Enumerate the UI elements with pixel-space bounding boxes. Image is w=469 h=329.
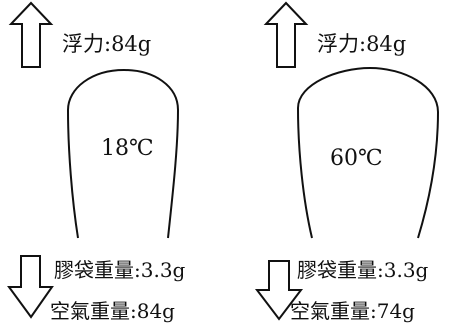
- air-weight-label: 空氣重量:84g: [50, 299, 175, 323]
- buoyancy-label: 浮力:84g: [62, 32, 152, 56]
- temperature-label: 60℃: [330, 146, 383, 171]
- bag-weight-label: 膠袋重量:3.3g: [297, 258, 429, 282]
- buoyancy-label: 浮力:84g: [317, 32, 407, 56]
- temperature-label: 18℃: [101, 136, 154, 161]
- bag-weight-label: 膠袋重量:3.3g: [54, 258, 186, 282]
- air-weight-label: 空氣重量:74g: [290, 299, 415, 323]
